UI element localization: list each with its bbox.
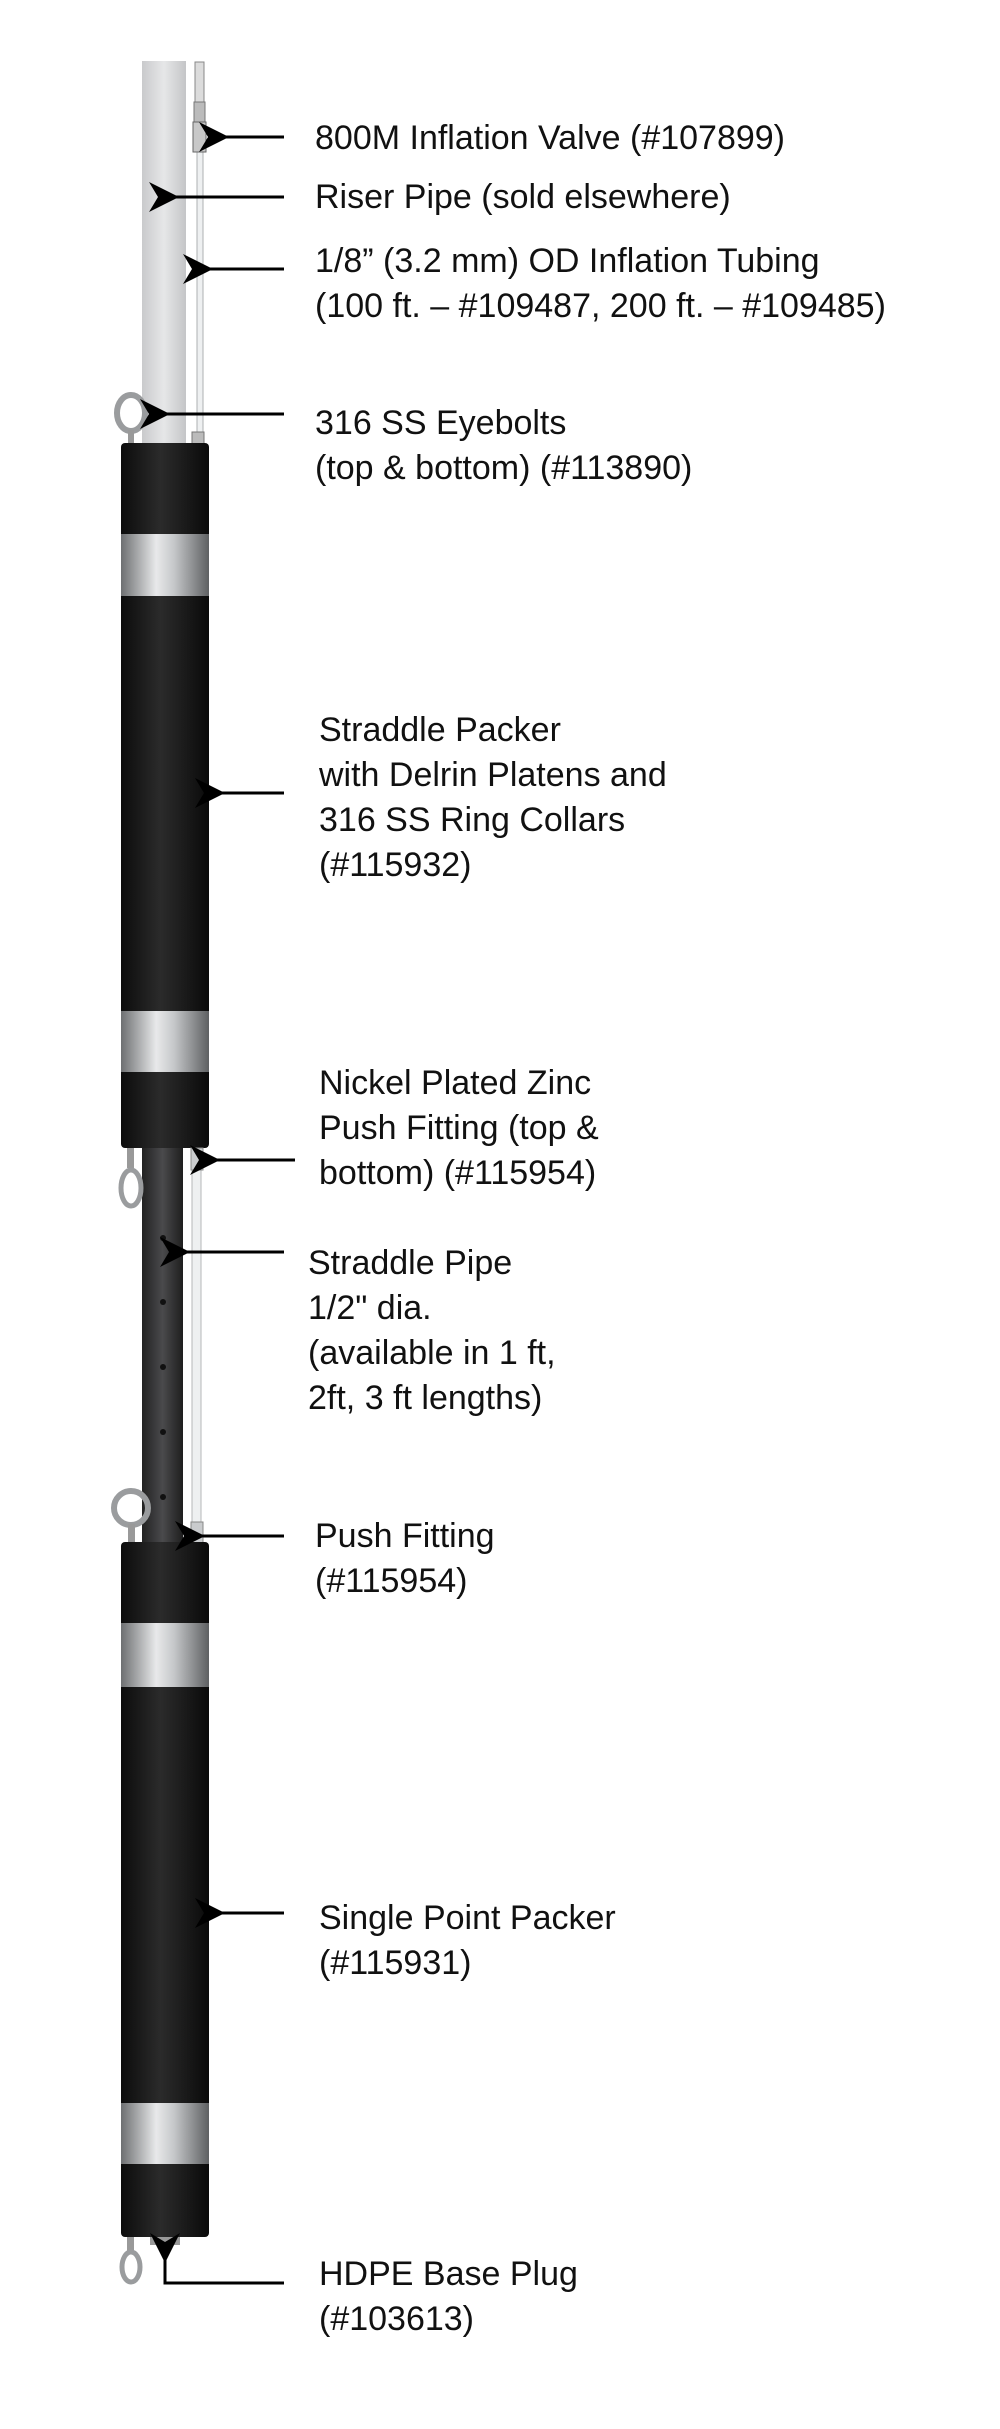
label-base-plug: HDPE Base Plug (#103613) — [319, 2252, 578, 2342]
label-line: 316 SS Eyebolts — [315, 404, 567, 442]
label-single-point-packer: Single Point Packer (#115931) — [319, 1896, 616, 1986]
eyebolt-top — [114, 392, 148, 444]
label-line: bottom) (#115954) — [319, 1154, 597, 1192]
eyebolt-straddle-bottom — [111, 1488, 151, 1544]
label-line: HDPE Base Plug — [319, 2255, 578, 2293]
riser-pipe — [142, 61, 186, 446]
ring-collar — [121, 1011, 209, 1072]
label-line: (#103613) — [319, 2300, 475, 2338]
label-line: 316 SS Ring Collars — [319, 801, 626, 839]
label-inflation-tubing: 1/8” (3.2 mm) OD Inflation Tubing (100 f… — [315, 239, 886, 329]
label-line: (top & bottom) (#113890) — [315, 449, 693, 487]
straddle-packer — [121, 443, 209, 1148]
label-riser-pipe: Riser Pipe (sold elsewhere) — [315, 175, 731, 220]
arrow-base-plug — [150, 2233, 284, 2285]
label-line: (available in 1 ft, — [308, 1334, 556, 1372]
push-fitting-bottom — [190, 1521, 204, 1545]
label-line: (100 ft. – #109487, 200 ft. – #109485) — [315, 287, 886, 325]
ring-collar — [121, 534, 209, 596]
ring-collar — [121, 1623, 209, 1687]
push-fitting-top — [190, 1147, 204, 1171]
label-line: Push Fitting (top & — [319, 1109, 599, 1147]
label-straddle-pipe: Straddle Pipe 1/2" dia. (available in 1 … — [308, 1241, 556, 1421]
label-line: Single Point Packer — [319, 1899, 616, 1937]
label-line: Straddle Pipe — [308, 1244, 513, 1282]
label-line: 1/2" dia. — [308, 1289, 432, 1327]
label-line: (#115932) — [319, 846, 472, 884]
label-line: 800M Inflation Valve (#107899) — [315, 119, 786, 157]
straddle-pipe — [142, 1148, 183, 1542]
label-line: Push Fitting — [315, 1517, 495, 1555]
label-line: 1/8” (3.2 mm) OD Inflation Tubing — [315, 242, 820, 280]
label-line: 2ft, 3 ft lengths) — [308, 1379, 543, 1417]
inflation-valve — [192, 61, 207, 153]
ring-collar — [121, 2103, 209, 2164]
label-line: Nickel Plated Zinc — [319, 1064, 592, 1102]
eyebolt-straddle-top — [118, 1148, 144, 1209]
label-eyebolts: 316 SS Eyebolts (top & bottom) (#113890) — [315, 401, 692, 491]
label-nickel-fitting: Nickel Plated Zinc Push Fitting (top & b… — [319, 1061, 599, 1196]
label-straddle-packer: Straddle Packer with Delrin Platens and … — [319, 708, 667, 888]
single-point-packer — [121, 1542, 209, 2237]
label-line: with Delrin Platens and — [319, 756, 667, 794]
label-line: (#115954) — [315, 1562, 468, 1600]
label-push-fitting: Push Fitting (#115954) — [315, 1514, 495, 1604]
base-plug — [119, 2237, 180, 2285]
inflation-tubing-straddle — [191, 1149, 202, 1541]
label-inflation-valve: 800M Inflation Valve (#107899) — [315, 116, 785, 161]
label-line: (#115931) — [319, 1944, 472, 1982]
label-line: Straddle Packer — [319, 711, 561, 749]
label-line: Riser Pipe (sold elsewhere) — [315, 178, 731, 216]
